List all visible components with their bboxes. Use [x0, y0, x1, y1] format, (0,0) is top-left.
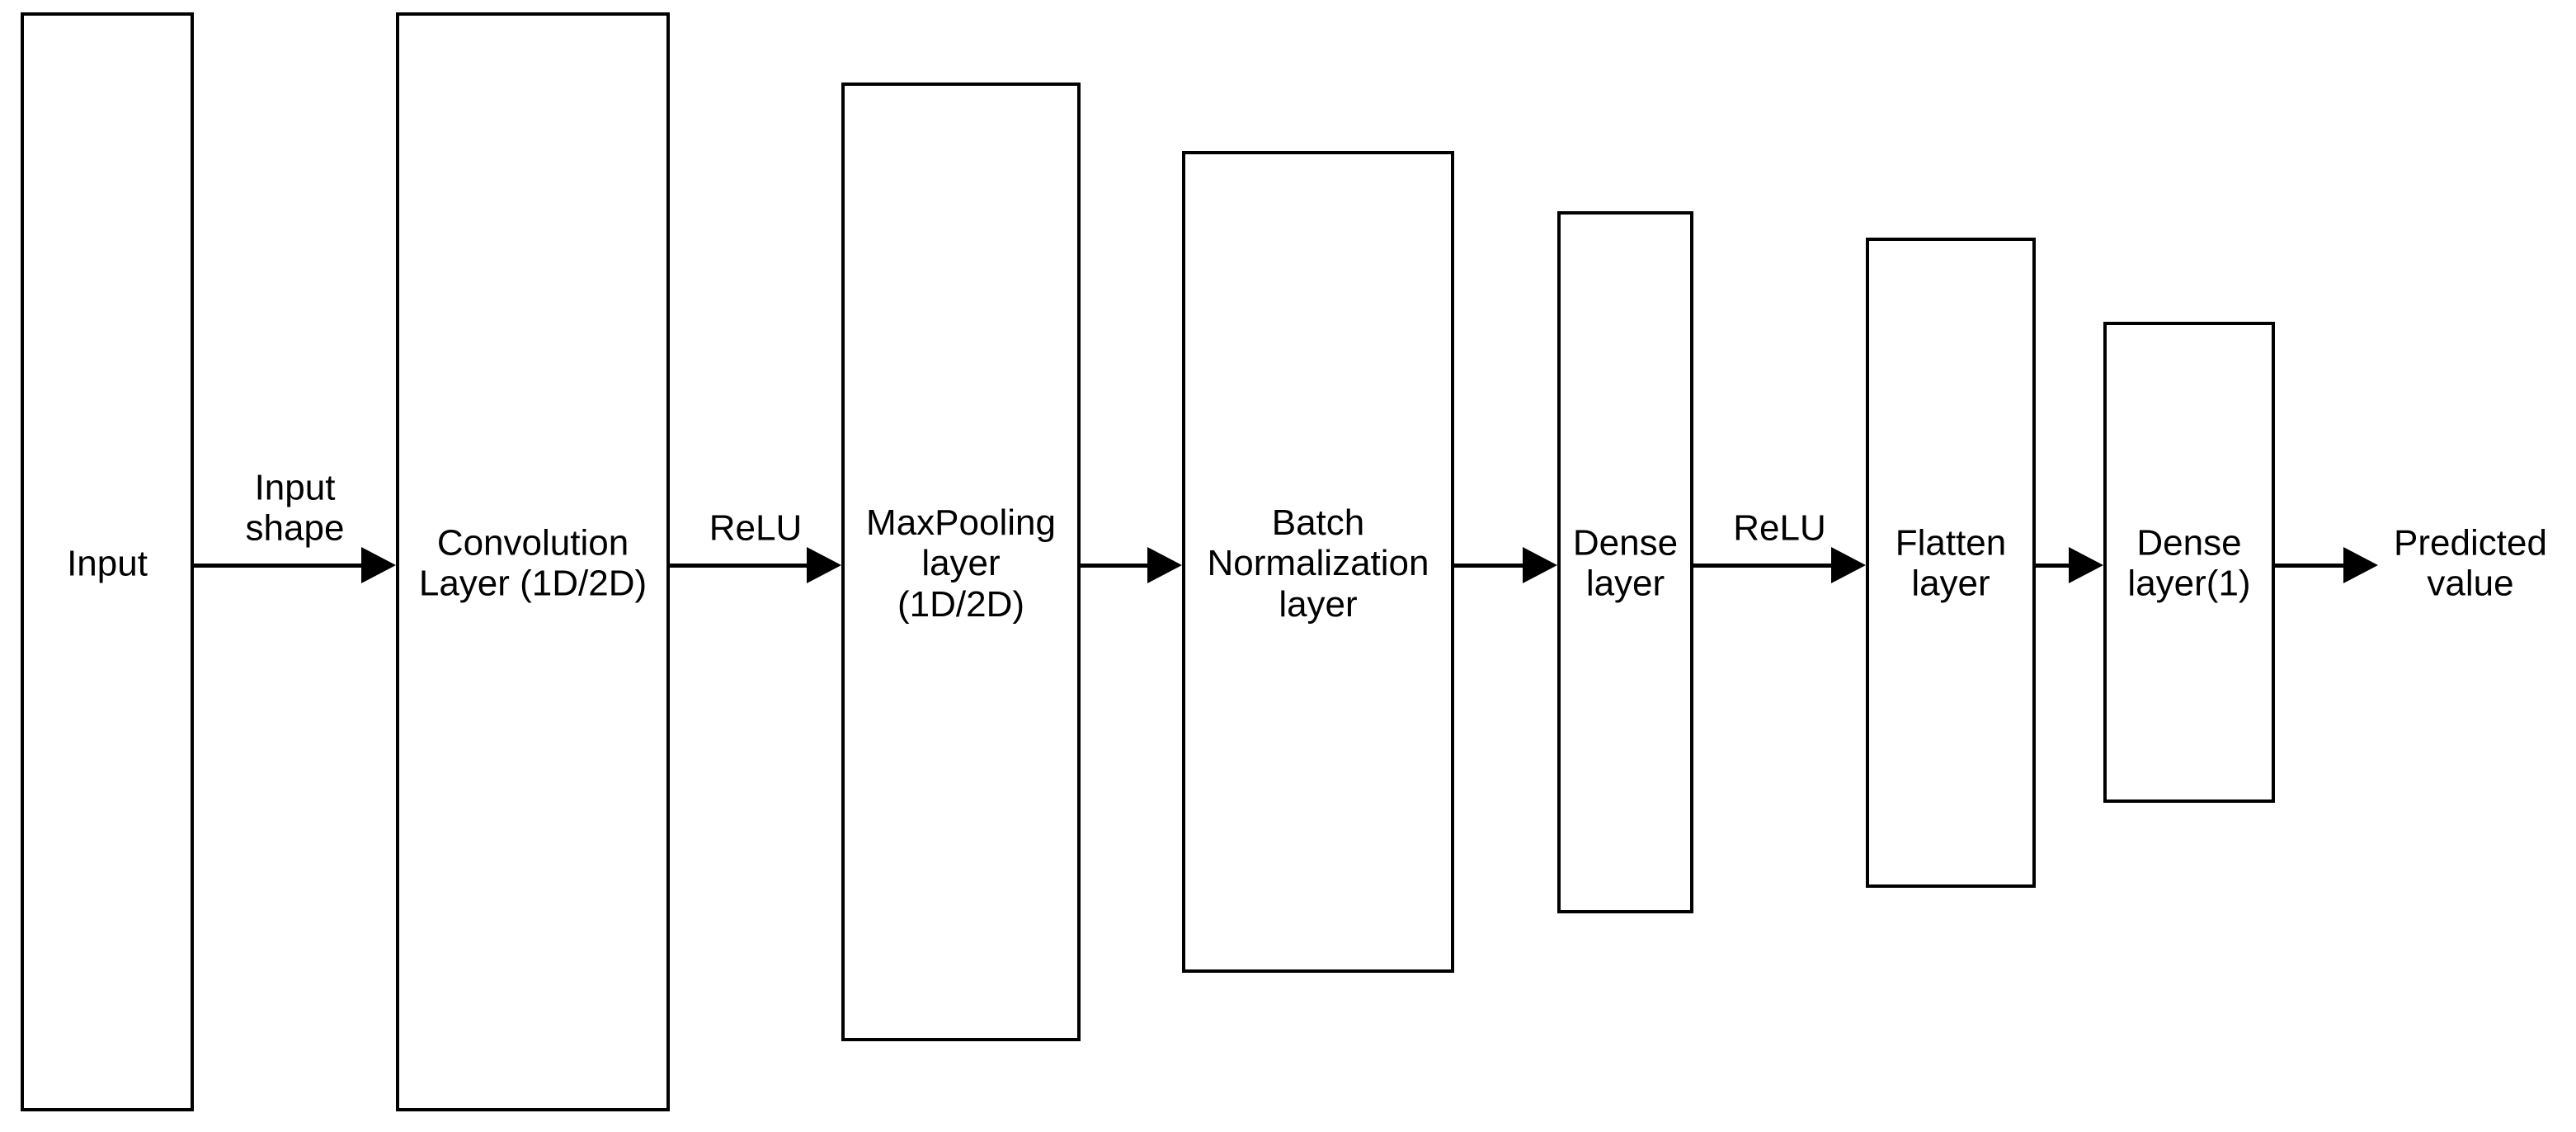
connector-arrowhead-batchnorm-to-dense [1523, 547, 1557, 583]
layer-box-dense[interactable] [1557, 211, 1693, 913]
connector-line-output-to-predicted [2275, 564, 2348, 568]
connector-line-flatten-to-output [2036, 564, 2074, 568]
connector-arrowhead-dense-to-flatten [1831, 547, 1866, 583]
connector-label-dense-to-flatten: ReLU [1733, 507, 1826, 549]
connector-line-maxpool-to-batchnorm [1081, 564, 1152, 568]
connector-line-dense-to-flatten [1693, 564, 1836, 568]
connector-arrowhead-output-to-predicted [2343, 547, 2378, 583]
connector-line-input-to-conv [194, 564, 366, 568]
connector-arrowhead-input-to-conv [361, 547, 396, 583]
connector-line-conv-to-maxpool [670, 564, 812, 568]
connector-arrowhead-flatten-to-output [2069, 547, 2103, 583]
connector-arrowhead-conv-to-maxpool [807, 547, 841, 583]
layer-box-convolution[interactable] [396, 12, 670, 1111]
layer-box-batchnorm[interactable] [1182, 151, 1454, 973]
connector-label-input-to-conv: Input shape [245, 467, 345, 549]
connector-arrowhead-maxpool-to-batchnorm [1147, 547, 1182, 583]
layer-box-flatten[interactable] [1866, 238, 2036, 888]
layer-box-maxpooling[interactable] [841, 83, 1081, 1041]
connector-line-batchnorm-to-dense [1454, 564, 1528, 568]
layer-box-input[interactable] [21, 12, 194, 1111]
layer-box-dense-output[interactable] [2103, 322, 2275, 803]
connector-label-conv-to-maxpool: ReLU [709, 507, 803, 549]
